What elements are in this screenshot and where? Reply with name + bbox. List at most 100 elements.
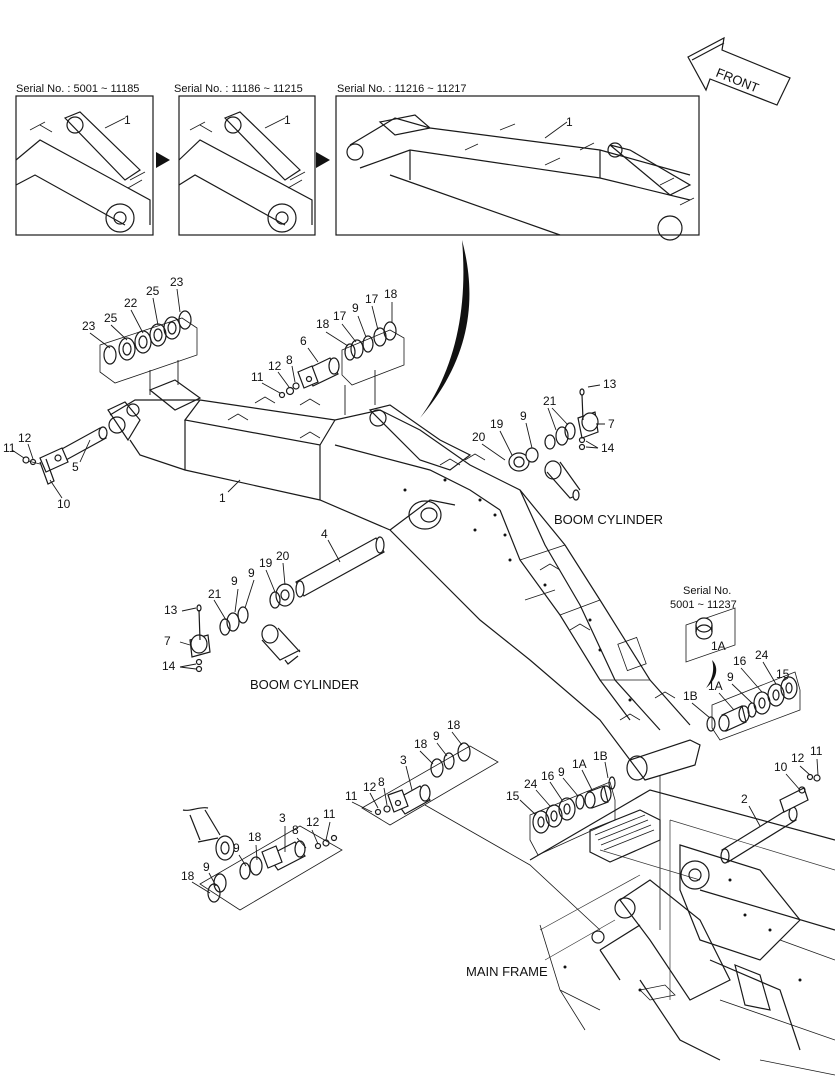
callout-13-a: 13 [603,377,617,391]
callout-9-c2: 9 [231,574,238,588]
boom-cylinder-label-right: BOOM CYLINDER [554,512,663,527]
inset-3: Serial No. : 11216 ~ 11217 1 [335,83,700,241]
next-arrow-icon [316,152,330,168]
callout-24-a: 24 [755,648,769,662]
callout-1a-a: 1A [708,679,723,693]
inset-1-serial: Serial No. : 5001 ~ 11185 [16,83,139,95]
callout-6: 6 [300,334,307,348]
callout-12-b: 12 [18,431,32,445]
callout-13-b: 13 [164,603,178,617]
callout-25-b: 25 [146,284,160,298]
callout-18-c: 18 [414,737,428,751]
callout-11-c: 11 [345,789,358,803]
inset-3-callout: 1 [566,115,573,129]
inset-1-callout: 1 [124,113,131,127]
callout-1a-b: 1A [572,757,587,771]
boom-body [107,379,701,781]
callout-16-b: 16 [541,769,555,783]
callout-8-a: 8 [286,353,293,367]
callout-20-b: 20 [276,549,290,563]
main-frame-label: MAIN FRAME [466,964,548,979]
inset-2: Serial No. : 11186 ~ 11215 1 [174,83,316,236]
callout-23-a: 23 [82,319,96,333]
pin-3-lower [207,834,338,903]
callout-18-b: 18 [384,287,398,301]
callout-14-b: 14 [162,659,176,673]
callout-9-d: 9 [727,670,734,684]
callout-9-f: 9 [433,729,440,743]
callout-2: 2 [741,792,748,806]
pin-4 [295,536,385,598]
pin-6 [278,357,340,399]
callout-21-a: 21 [543,394,557,408]
boom-cylinder-head-left [189,583,301,673]
callout-18-d: 18 [447,718,461,732]
callout-8-b: 8 [378,775,385,789]
callout-21-b: 21 [208,587,222,601]
callout-12-e: 12 [791,751,805,765]
serial-note-line2: 5001 ~ 11237 [670,599,737,611]
callout-25-a: 25 [104,311,118,325]
callout-3-a: 3 [400,753,407,767]
callout-15-a: 15 [776,667,790,681]
bushing-1a-note [695,617,713,640]
boom-cylinder-label-left: BOOM CYLINDER [250,677,359,692]
boom-cylinder-rod-right [508,388,599,501]
serial-note-box [685,607,736,663]
callout-5: 5 [72,460,79,474]
callout-7-a: 7 [608,417,615,431]
callout-9-a: 9 [352,301,359,315]
pin-3-upper [374,742,471,816]
callout-15-b: 15 [506,789,520,803]
washer-stack-right [706,671,801,741]
callout-20-a: 20 [472,430,486,444]
callout-18-a: 18 [316,317,330,331]
callout-19-b: 19 [259,556,273,570]
callout-9-b: 9 [520,409,527,423]
main-frame [529,789,835,1076]
callout-9-g: 9 [233,841,240,855]
callout-8-c: 8 [292,823,299,837]
callout-1: 1 [219,491,226,505]
callout-7-b: 7 [164,634,171,648]
washer-stack-top-left [99,310,198,395]
callout-11-a: 11 [251,370,264,384]
detail-pointer [420,240,470,418]
callout-17-b: 17 [365,292,379,306]
inset-1: Serial No. : 5001 ~ 11185 1 [15,83,154,236]
callout-12-d: 12 [306,815,320,829]
callout-11-b: 11 [3,441,16,455]
washer-stack-top-middle [341,321,405,415]
callout-18-f: 18 [181,869,195,883]
callout-1b-a: 1B [683,689,698,703]
inset-2-serial: Serial No. : 11186 ~ 11215 [174,83,303,95]
inset-3-serial: Serial No. : 11216 ~ 11217 [337,83,467,95]
callout-11-e: 11 [810,744,823,758]
callout-3-b: 3 [279,811,286,825]
callout-10-b: 10 [774,760,788,774]
inset-2-callout: 1 [284,113,291,127]
callout-1b-b: 1B [593,749,608,763]
callout-11-d: 11 [323,807,336,821]
serial-note-line1: Serial No. [683,585,731,597]
front-direction-arrow-icon: FRONT [687,36,791,106]
callout-24-b: 24 [524,777,538,791]
pin-5 [39,426,108,485]
pin-2 [720,786,809,864]
next-arrow-icon [156,152,170,168]
callout-23-b: 23 [170,275,184,289]
boom-cylinder-bottom [182,806,235,861]
callout-1a-note: 1A [711,639,726,653]
callout-10-a: 10 [57,497,71,511]
callout-12-c: 12 [363,780,377,794]
washer-stack-lower [529,776,616,856]
pin3-panel-upper [361,745,499,826]
callout-14-a: 14 [601,441,615,455]
callout-18-e: 18 [248,830,262,844]
callout-19-a: 19 [490,417,504,431]
callout-16-a: 16 [733,654,747,668]
callout-9-c: 9 [248,566,255,580]
callout-9-e: 9 [558,765,565,779]
